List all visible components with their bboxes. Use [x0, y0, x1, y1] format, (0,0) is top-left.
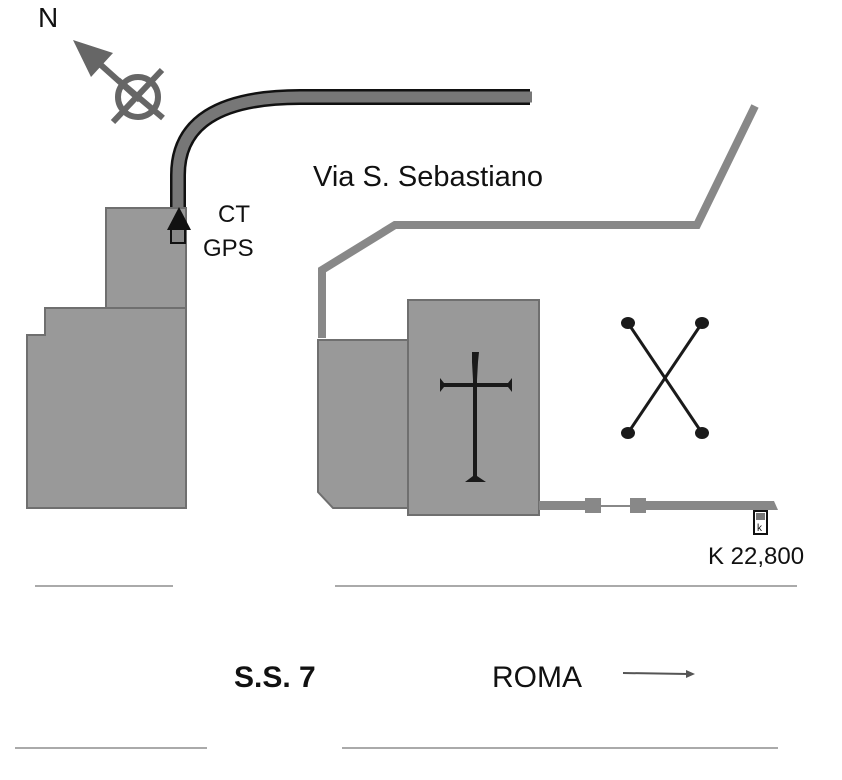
church-annex: [317, 339, 409, 509]
road-name: S.S. 7: [234, 661, 316, 694]
cemetery-icon: [621, 317, 709, 439]
cross-icon: [440, 352, 512, 482]
street-name: Via S. Sebastiano: [313, 161, 543, 193]
milestone-glyph: k: [757, 523, 763, 534]
fence-with-gate: [539, 498, 778, 513]
north-label: N: [38, 2, 58, 33]
boundary-wall: [318, 104, 759, 338]
road-edges: [15, 585, 797, 749]
marker-label-ct: CT: [218, 201, 250, 228]
left-building: [26, 207, 187, 509]
direction-arrow-icon: [622, 670, 695, 678]
direction-label: ROMA: [492, 661, 582, 694]
milestone-icon: k: [753, 510, 768, 535]
gps-marker-icon: [167, 207, 191, 244]
milestone-label: K 22,800: [708, 543, 804, 570]
access-road: [170, 89, 532, 240]
marker-label-gps: GPS: [203, 235, 254, 262]
north-arrow-icon: [73, 40, 165, 125]
